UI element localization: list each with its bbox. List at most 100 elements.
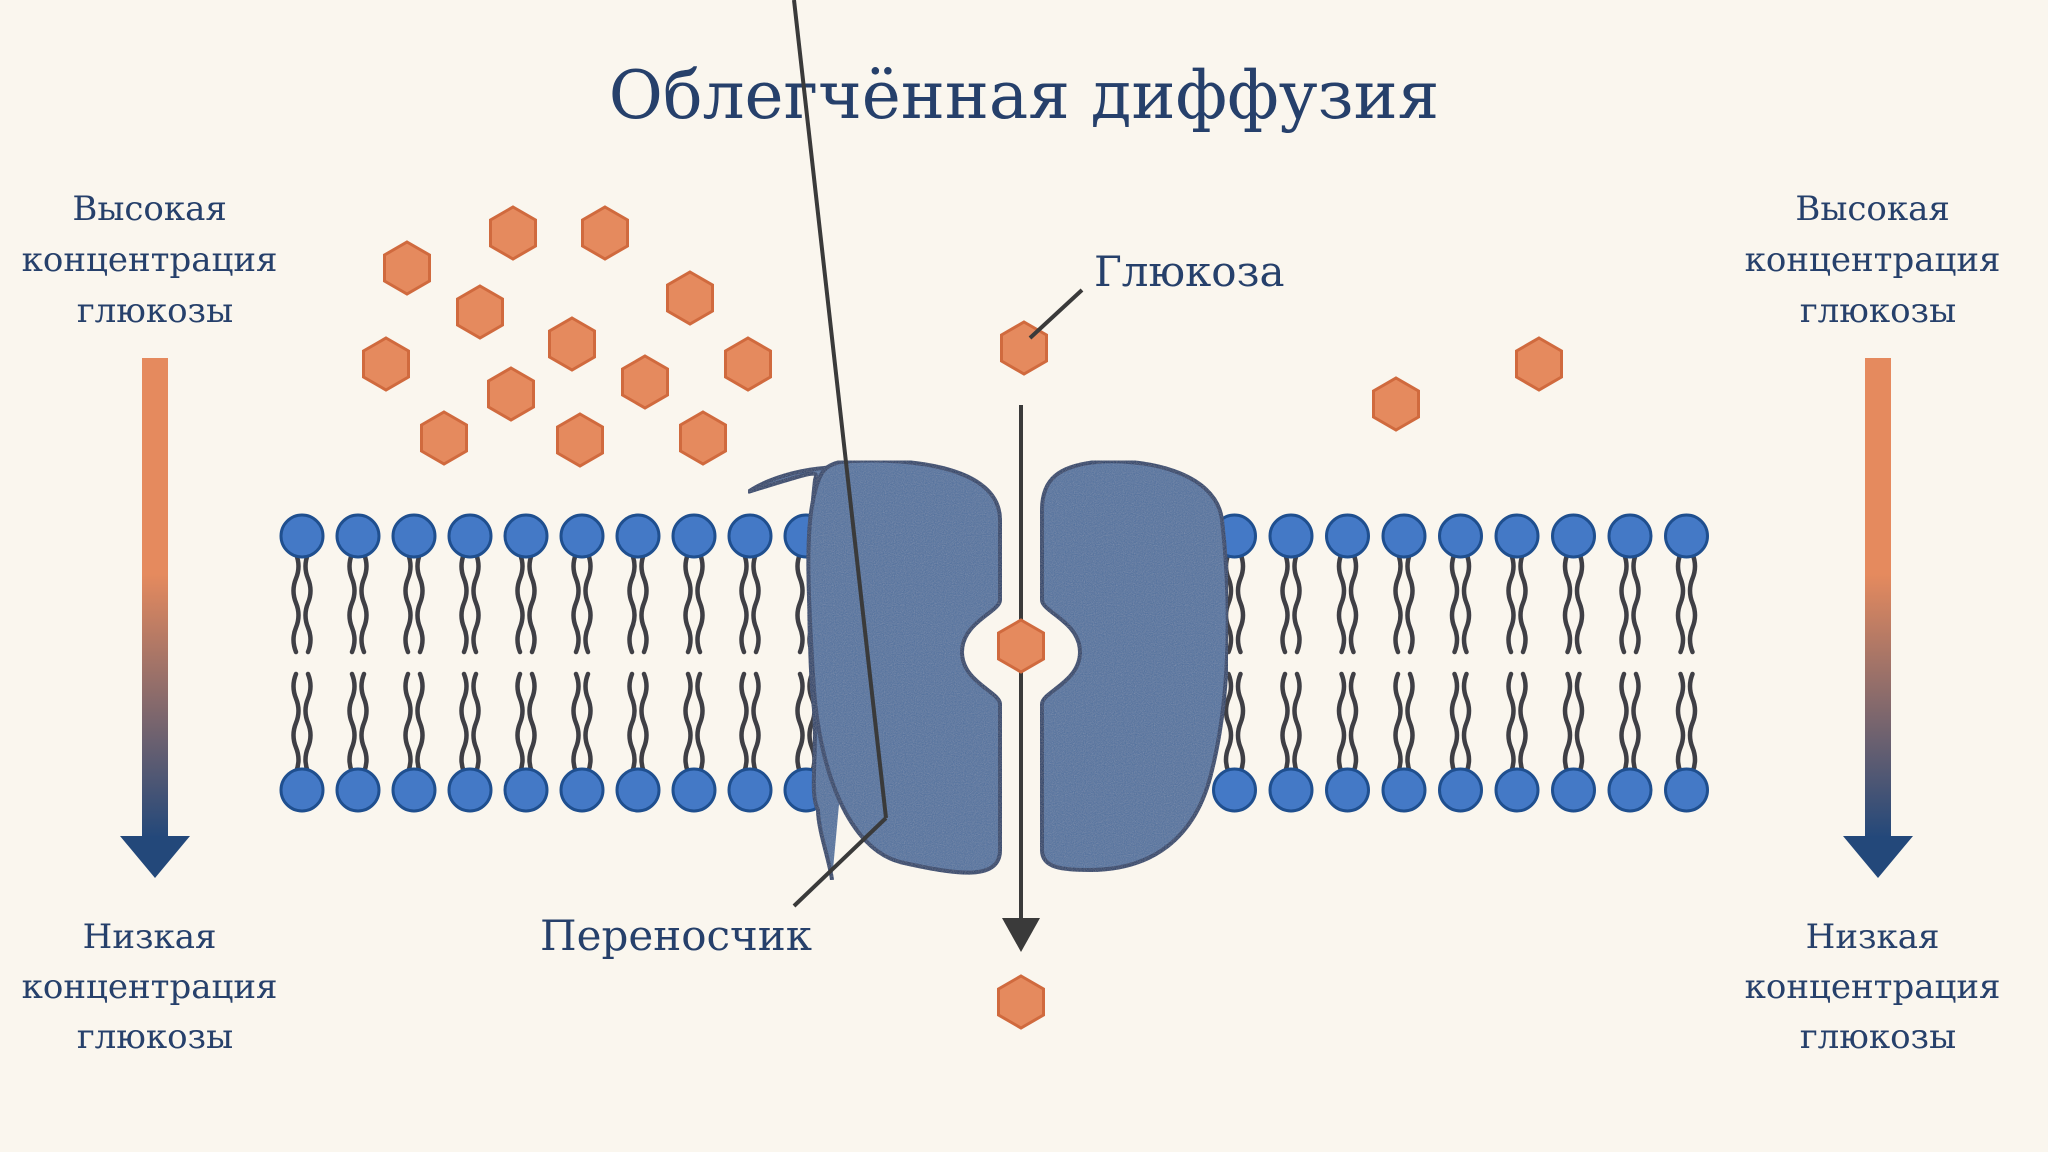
glucose-hexagon-icon (383, 240, 431, 296)
phospholipid-head-icon (1494, 767, 1540, 813)
phospholipid-head-icon (1664, 513, 1709, 559)
lipid-tail (471, 551, 481, 655)
glucose-hexagon-icon (456, 284, 504, 340)
lipid-tail (1393, 671, 1403, 775)
phospholipid-head-icon (727, 767, 773, 813)
carrier-protein (746, 458, 1230, 881)
lipid-tail (347, 551, 357, 655)
lipid-tail (527, 671, 537, 775)
lipid-tail (1336, 551, 1347, 655)
lipid-tail (627, 551, 637, 655)
glucose-hexagon-icon (997, 974, 1045, 1030)
glucose-hexagon-icon (666, 270, 714, 326)
lipid-tail (303, 551, 313, 655)
lipid-tail (583, 551, 593, 655)
phospholipid-pair (447, 513, 493, 813)
phospholipid-pair (1381, 513, 1427, 813)
glucose-hexagon-icon (420, 410, 468, 466)
glucose-leader-line (1028, 288, 1084, 340)
lipid-tail (1518, 551, 1528, 655)
phospholipid-head-icon (279, 513, 325, 559)
lipid-tail (1574, 551, 1585, 655)
phospholipid-head-icon (1551, 767, 1596, 813)
lipid-tail (1405, 671, 1415, 775)
glucose-molecules (362, 205, 1563, 1030)
lipid-tail (403, 671, 413, 775)
lipid-tail (1223, 671, 1234, 775)
lipid-tail (359, 671, 369, 775)
phospholipid-head-icon (615, 767, 661, 813)
high-concentration-label-left: Высокая концентрация глюкозы (22, 189, 289, 331)
lipid-tail (751, 551, 761, 655)
lipid-tail (583, 671, 593, 775)
lipid-tail (1675, 551, 1686, 655)
glucose-hexagon-icon (724, 336, 772, 392)
down-arrow-icon (120, 836, 190, 878)
label-line: Высокая (72, 189, 227, 229)
high-concentration-label-right: Высокая концентрация глюкозы (1745, 189, 2012, 331)
phospholipid-head-icon (1494, 513, 1540, 559)
lipid-tail (571, 551, 581, 655)
glucose-hexagon-icon (1372, 376, 1420, 432)
gradient-indicator-left: Высокая концентрация глюкозы Низкая конц… (22, 189, 289, 1057)
lipid-tail (471, 671, 481, 775)
carrier-leader-line (792, 0, 888, 819)
lipid-tail (527, 551, 537, 655)
phospholipid-head-icon (447, 513, 493, 559)
lipid-tail (459, 551, 469, 655)
phospholipid-head-icon (1212, 767, 1257, 813)
lipid-tail (1461, 671, 1472, 775)
phospholipid-head-icon (1268, 767, 1314, 813)
lipid-tail (1562, 671, 1573, 775)
lipid-tail (347, 671, 357, 775)
lipid-tail (291, 551, 301, 655)
lipid-tail (291, 671, 301, 775)
lipid-tail (1292, 551, 1302, 655)
glucose-hexagon-icon (489, 205, 537, 261)
gradient-indicator-right: Высокая концентрация глюкозы Низкая конц… (1745, 189, 2012, 1057)
gradient-bar (142, 358, 168, 838)
phospholipid-pair (503, 513, 549, 813)
phospholipid-pair (1607, 513, 1653, 813)
phospholipid-head-icon (1607, 513, 1653, 559)
label-line: концентрация (1745, 967, 2001, 1007)
label-line: глюкозы (77, 291, 233, 331)
phospholipid-head-icon (335, 767, 381, 813)
phospholipid-head-icon (1551, 513, 1596, 559)
phospholipid-head-icon (559, 767, 605, 813)
label-line: глюкозы (1800, 291, 1956, 331)
lipid-tail (1631, 551, 1641, 655)
lipid-tail (1235, 671, 1246, 775)
phospholipid-head-icon (1325, 513, 1370, 559)
lipid-tail (359, 551, 369, 655)
label-line: глюкозы (1800, 1017, 1956, 1057)
glucose-hexagon-icon (362, 336, 410, 392)
phospholipid-head-icon (1325, 767, 1370, 813)
lipid-tail (1348, 671, 1359, 775)
lipid-tail (1280, 671, 1290, 775)
lipid-tail (1619, 671, 1629, 775)
phospholipid-head-icon (447, 767, 493, 813)
phospholipid-head-icon (559, 513, 605, 559)
glucose-hexagon-icon (1515, 336, 1563, 392)
lipid-tail (1687, 551, 1698, 655)
label-line: глюкозы (77, 1017, 233, 1057)
lipid-tail (1393, 551, 1403, 655)
lipid-tail (403, 551, 413, 655)
glucose-label: Глюкоза (1094, 247, 1285, 296)
lipid-tail (1336, 671, 1347, 775)
gradient-bar (1865, 358, 1891, 838)
phospholipid-pair (1325, 513, 1370, 813)
phospholipid-pair (1551, 513, 1596, 813)
lipid-tail (1235, 551, 1246, 655)
glucose-hexagon-icon (581, 205, 629, 261)
glucose-hexagon-icon (997, 618, 1045, 674)
lipid-tail (751, 671, 761, 775)
lipid-tail (515, 671, 525, 775)
glucose-hexagon-icon (487, 366, 535, 422)
phospholipid-head-icon (503, 767, 549, 813)
phospholipid-pair (391, 513, 437, 813)
lipid-tail (795, 671, 805, 775)
lipid-tail (571, 671, 581, 775)
